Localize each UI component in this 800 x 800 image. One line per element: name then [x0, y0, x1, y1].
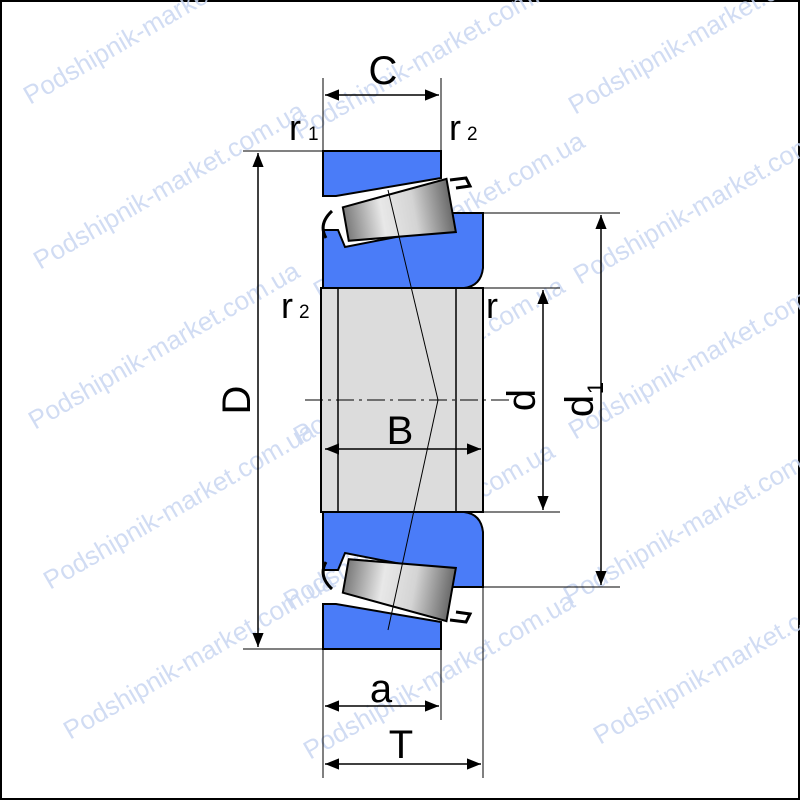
outer-ring-bottom [322, 603, 442, 650]
label-D: D [215, 386, 259, 415]
label-r1-top-left: r [289, 107, 301, 148]
label-r2-left-subscript: 2 [299, 302, 310, 323]
watermark-text: Podshipnik-market.com.ua [568, 110, 800, 290]
label-C: C [369, 49, 398, 93]
extension-lines [243, 78, 620, 778]
watermark-text: Podshipnik-market.com.ua [563, 265, 800, 445]
label-r1-top-left-subscript: 1 [308, 124, 319, 145]
watermark-text: Podshipnik-market.com.ua [18, 0, 300, 110]
watermark-text: Podshipnik-market.com.ua [563, 0, 800, 120]
label-d1-main: d [558, 395, 602, 417]
watermark-text: Podshipnik-market.com.ua [38, 415, 320, 595]
watermark-text: Podshipnik-market.com.ua [288, 0, 570, 145]
label-d1: d 1 [558, 382, 608, 417]
roller-bottom [341, 558, 458, 623]
cage-bottom [321, 561, 473, 624]
label-r2-top-right-subscript: 2 [467, 124, 478, 145]
watermark-text: Podshipnik-market.com.ua [23, 255, 305, 435]
dimension-arrows [252, 89, 607, 770]
pressure-line-top [387, 189, 439, 401]
watermark-text: Podshipnik-market.com.ua [588, 570, 800, 750]
label-a: a [370, 667, 393, 711]
label-r-right: r [486, 285, 498, 326]
label-B: B [387, 409, 414, 453]
label-r2-left: r [281, 285, 293, 326]
outer-ring-top [322, 150, 442, 197]
cage-top [321, 176, 473, 239]
label-d: d [500, 389, 544, 411]
watermark-text: Podshipnik-market.com.ua [28, 95, 310, 275]
roller-top [341, 177, 458, 242]
watermark-text: Podshipnik-market.com.ua [558, 430, 800, 610]
pressure-line-bottom [387, 399, 439, 631]
label-d1-subscript: 1 [583, 382, 608, 394]
label-r2-top-right: r [449, 107, 461, 148]
watermark-text: Podshipnik-market.com.ua [58, 565, 340, 745]
label-T: T [389, 723, 413, 767]
